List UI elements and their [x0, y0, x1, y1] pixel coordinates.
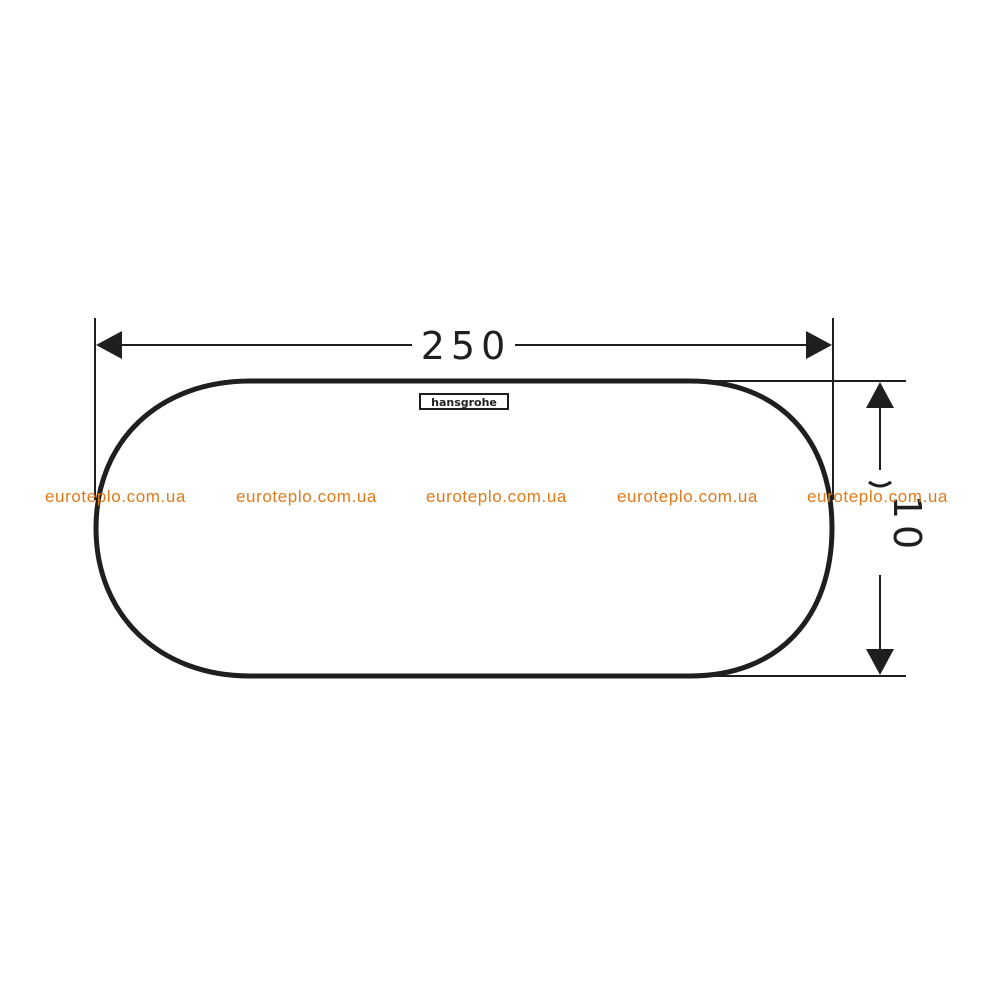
height-arrow-top — [866, 382, 894, 408]
watermark-1: euroteplo.com.ua — [45, 487, 186, 506]
watermark-5: euroteplo.com.ua — [807, 487, 948, 506]
watermark-2: euroteplo.com.ua — [236, 487, 377, 506]
height-label: 10 — [885, 495, 929, 555]
width-label: 250 — [421, 324, 512, 368]
product-outline — [93, 378, 835, 679]
width-arrow-right — [806, 331, 832, 359]
watermark-4: euroteplo.com.ua — [617, 487, 758, 506]
brand-plate — [419, 393, 509, 410]
watermark-3: euroteplo.com.ua — [426, 487, 567, 506]
height-label-bracket — [868, 480, 892, 488]
width-arrow-left — [96, 331, 122, 359]
height-arrow-bottom — [866, 649, 894, 675]
brand-label: hansgrohe — [431, 396, 497, 409]
